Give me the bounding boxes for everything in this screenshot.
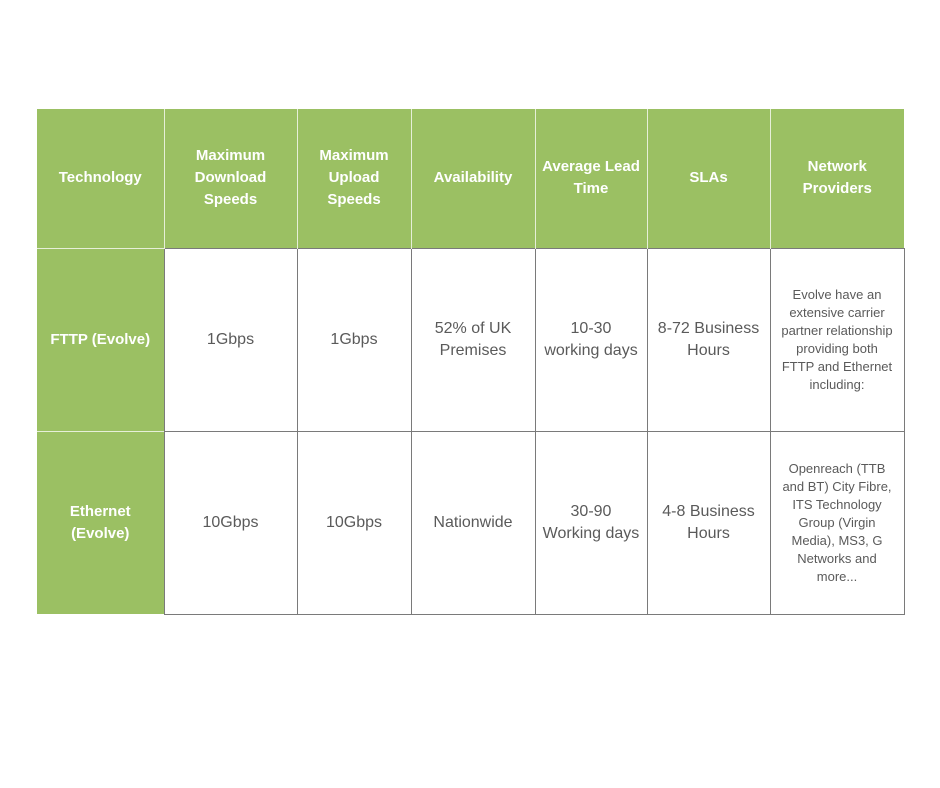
cell-slas: 4-8 Business Hours (646, 430, 771, 615)
header-lead-time: Average Lead Time (534, 109, 648, 248)
header-network-providers: Network Providers (769, 109, 904, 248)
cell-max-download: 1Gbps (163, 247, 298, 432)
cell-slas: 8-72 Business Hours (646, 247, 771, 432)
header-max-download: Maximum Download Speeds (163, 109, 298, 248)
row-label-ethernet: Ethernet (Evolve) (37, 430, 164, 614)
header-technology: Technology (37, 109, 165, 248)
cell-network-providers: Openreach (TTB and BT) City Fibre, ITS T… (769, 430, 905, 615)
cell-max-download: 10Gbps (163, 430, 298, 615)
cell-network-providers: Evolve have an extensive carrier partner… (769, 247, 905, 432)
cell-lead-time: 10-30 working days (534, 247, 648, 432)
cell-max-upload: 10Gbps (296, 430, 412, 615)
cell-lead-time: 30-90 Working days (534, 430, 648, 615)
table-row: FTTP (Evolve) 1Gbps 1Gbps 52% of UK Prem… (37, 247, 905, 432)
row-label-fttp: FTTP (Evolve) (37, 247, 164, 431)
header-slas: SLAs (646, 109, 771, 248)
cell-availability: 52% of UK Premises (410, 247, 536, 432)
table-row: Ethernet (Evolve) 10Gbps 10Gbps Nationwi… (37, 430, 905, 615)
table-body: FTTP (Evolve) 1Gbps 1Gbps 52% of UK Prem… (37, 247, 905, 615)
cell-availability: Nationwide (410, 430, 536, 615)
table-header: Technology Maximum Download Speeds Maxim… (37, 109, 904, 248)
cell-max-upload: 1Gbps (296, 247, 412, 432)
header-availability: Availability (410, 109, 536, 248)
comparison-table: Technology Maximum Download Speeds Maxim… (37, 109, 905, 615)
header-row: Technology Maximum Download Speeds Maxim… (37, 109, 904, 248)
header-max-upload: Maximum Upload Speeds (296, 109, 412, 248)
